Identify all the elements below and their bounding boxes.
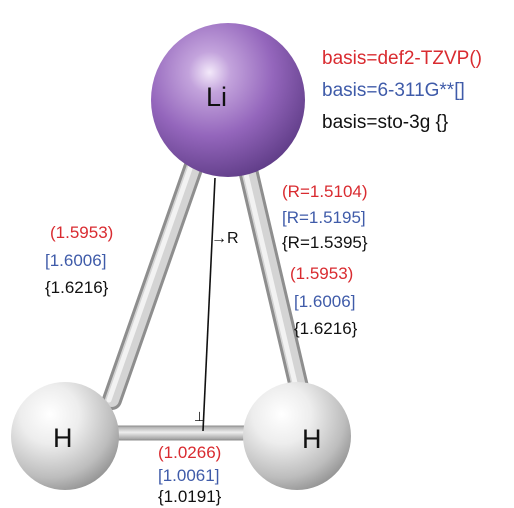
legend-6-311g: basis=6-311G**[] — [322, 80, 465, 101]
r-marker-label: →R — [211, 230, 239, 247]
r-distance-6311g-value: [R=1.5195] — [282, 208, 366, 227]
hh-bond-def2-value: (1.0266) — [158, 443, 222, 462]
right-bond-sto-value: {1.6216} — [294, 319, 358, 338]
right-li-h-bond — [231, 130, 312, 410]
left-bond-6311g-value: [1.6006] — [45, 251, 107, 270]
legend-def2-tzvp: basis=def2-TZVP() — [322, 48, 482, 69]
h-atom-left-sphere — [11, 382, 119, 490]
right-bond-6311g-value: [1.6006] — [294, 292, 356, 311]
h-atom-right-sphere — [243, 382, 351, 490]
li-atom-label: Li — [206, 82, 228, 112]
r-distance-sto-value: {R=1.5395} — [282, 233, 368, 252]
hh-bond-6311g-value: [1.0061] — [158, 466, 220, 485]
hh-bond-sto-value: {1.0191} — [158, 487, 222, 506]
r-distance-def2-value: (R=1.5104) — [282, 182, 368, 201]
r-distance-line — [202, 177, 216, 432]
left-bond-def2-value: (1.5953) — [50, 223, 114, 242]
h-atom-left-label: H — [53, 423, 73, 453]
left-bond-sto-value: {1.6216} — [45, 278, 109, 297]
left-li-h-bond — [102, 130, 213, 410]
li-atom-sphere — [151, 23, 305, 177]
right-bond-def2-value: (1.5953) — [290, 264, 354, 283]
h-atom-right-label: H — [302, 424, 322, 454]
perpendicular-mark: ⊥ — [194, 409, 206, 424]
legend-sto-3g: basis=sto-3g {} — [322, 112, 449, 133]
